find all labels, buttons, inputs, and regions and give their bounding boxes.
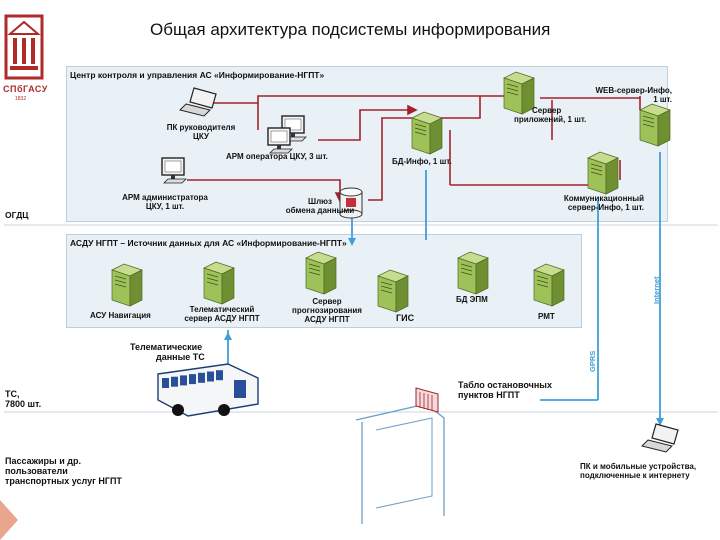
db-epm-label: БД ЭПМ bbox=[456, 295, 488, 304]
logo-year: 1832 bbox=[15, 96, 27, 102]
forecast-server-label: Сервер прогнозирования АСДУ НГПТ bbox=[282, 297, 372, 324]
comm-server-label: Коммуникационный сервер-Инфо, 1 шт. bbox=[548, 194, 644, 212]
slide-arrow-icon bbox=[0, 500, 18, 540]
vehicles-label: ТС, 7800 шт. bbox=[5, 389, 41, 409]
university-logo bbox=[4, 14, 44, 80]
page-title: Общая архитектура подсистемы информирова… bbox=[150, 20, 551, 39]
server-icon bbox=[377, 269, 409, 313]
control-center-heading: Центр контроля и управления АС «Информир… bbox=[70, 70, 325, 80]
pk-head-line-2: ЦКУ bbox=[193, 132, 209, 141]
server-icon bbox=[503, 71, 535, 115]
logo-name: СПбГАСУ bbox=[3, 84, 48, 94]
nav-label: АСУ Навигация bbox=[90, 311, 151, 320]
passengers-line-3: транспортных услуг НГПТ bbox=[5, 476, 122, 486]
arm-admin-line-1: АРМ администратора bbox=[122, 193, 208, 202]
gprs-channel-label: GPRS bbox=[588, 350, 597, 372]
app-server-line-2: приложений, 1 шт. bbox=[514, 115, 587, 124]
stop-board-line-1: Табло остановочных bbox=[458, 380, 552, 390]
web-server-label: WEB-сервер-Инфо, 1 шт. bbox=[592, 86, 672, 104]
db-server-label: БД-Инфо, 1 шт. bbox=[392, 157, 452, 166]
rmt-label: РМТ bbox=[538, 312, 555, 321]
stop-board-line-2: пунктов НГПТ bbox=[458, 390, 520, 400]
vehicles-line-2: 7800 шт. bbox=[5, 399, 42, 409]
forecast-line-3: АСДУ НГПТ bbox=[304, 315, 350, 324]
server-icon bbox=[305, 251, 337, 295]
vehicles-line-1: ТС, bbox=[5, 389, 20, 399]
app-server-label: Сервер приложений, 1 шт. bbox=[514, 106, 586, 124]
comm-server-line-1: Коммуникационный bbox=[563, 194, 644, 203]
server-icon bbox=[411, 111, 443, 155]
server-icon bbox=[587, 151, 619, 195]
forecast-line-2: прогнозирования bbox=[292, 306, 362, 315]
internet-channel-label: Internet bbox=[652, 276, 661, 304]
database-icon bbox=[339, 187, 363, 219]
arm-admin-label: АРМ администратора ЦКУ, 1 шт. bbox=[110, 193, 220, 211]
pc-devices-line-1: ПК и мобильные устройства, bbox=[580, 462, 697, 471]
telematic-line-1: Телематический bbox=[189, 305, 255, 314]
telematic-line-2: сервер АСДУ НГПТ bbox=[184, 314, 260, 323]
control-center-panel bbox=[66, 66, 668, 222]
pc-devices-label: ПК и мобильные устройства, подключенные … bbox=[580, 462, 696, 480]
server-icon bbox=[639, 103, 671, 147]
server-icon bbox=[533, 263, 565, 307]
web-server-line-1: WEB-сервер-Инфо, bbox=[595, 86, 672, 95]
laptop-icon bbox=[179, 87, 217, 117]
ogdc-label: ОГДЦ bbox=[5, 210, 29, 220]
comm-server-line-2: сервер-Инфо, 1 шт. bbox=[567, 203, 644, 212]
arm-operator-label: АРМ оператора ЦКУ, 3 шт. bbox=[226, 152, 328, 161]
server-icon bbox=[203, 261, 235, 305]
forecast-line-1: Сервер bbox=[312, 297, 342, 306]
laptop-icon bbox=[641, 423, 679, 453]
gis-label: ГИС bbox=[396, 313, 415, 323]
server-icon bbox=[111, 263, 143, 307]
telematic-data-line-2: данные ТС bbox=[156, 352, 205, 362]
monitor-icon bbox=[267, 127, 293, 154]
web-server-line-2: 1 шт. bbox=[653, 95, 672, 104]
pk-head-line-1: ПК руководителя bbox=[166, 123, 236, 132]
pc-devices-line-2: подключенные к интернету bbox=[580, 471, 690, 480]
stop-board-label: Табло остановочных пунктов НГПТ bbox=[458, 380, 552, 400]
stop-board-icon bbox=[355, 387, 445, 524]
gateway-line-2: обмена данными bbox=[285, 206, 355, 215]
telematic-data-label: Телематические данные ТС bbox=[130, 342, 205, 362]
pk-head-label: ПК руководителя ЦКУ bbox=[156, 123, 246, 141]
app-server-line-1: Сервер bbox=[532, 106, 562, 115]
gateway-label: Шлюз обмена данными bbox=[280, 197, 360, 215]
arm-admin-line-2: ЦКУ, 1 шт. bbox=[145, 202, 185, 211]
telematic-data-line-1: Телематические bbox=[130, 342, 203, 352]
monitor-icon bbox=[161, 157, 187, 184]
source-heading: АСДУ НГПТ – Источник данных для АС «Инфо… bbox=[70, 238, 347, 248]
passengers-line-1: Пассажиры и др. bbox=[5, 456, 81, 466]
passengers-line-2: пользователи bbox=[5, 466, 68, 476]
bus-icon bbox=[157, 363, 259, 417]
gateway-line-1: Шлюз bbox=[308, 197, 332, 206]
server-icon bbox=[457, 251, 489, 295]
passengers-label: Пассажиры и др. пользователи транспортны… bbox=[5, 456, 122, 486]
telematic-server-label: Телематический сервер АСДУ НГПТ bbox=[172, 305, 272, 323]
